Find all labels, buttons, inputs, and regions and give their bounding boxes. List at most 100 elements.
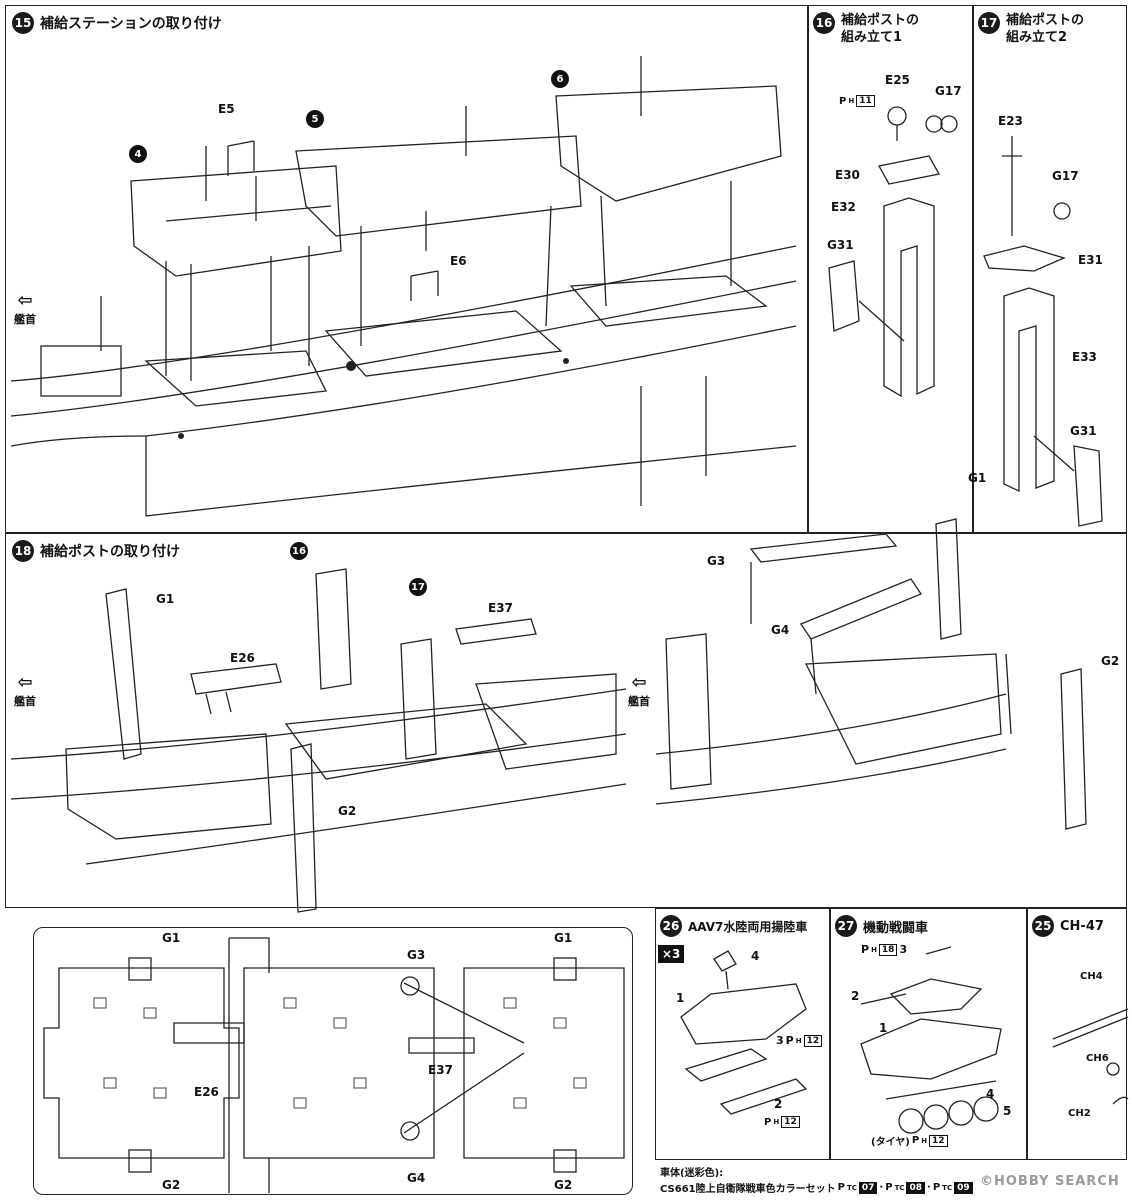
part-label-e5: E5 [218,102,235,116]
step-17-panel: 17 補給ポストの 組み立て2 E23 G17 E31 E33 G31 G1 [968,5,1127,533]
step-title: 補給ポストの取り付け [40,544,180,560]
aav7-part-1: 1 [676,991,685,1005]
step-18-panel: 18 補給ポストの取り付け ⇦ 艦首 ⇦ 艦首 16 17 G1 E26 E37… [5,518,1127,913]
ch47-drawing [1052,1008,1129,1105]
mcv-part-1: 1 [879,1021,888,1035]
step-title-line2: 組み立て2 [1006,30,1068,45]
paint-code-09: 09 [954,1181,973,1194]
paint-code-07: 07 [858,1181,878,1194]
step-16-header: 16 補給ポストの 組み立て1 [813,12,919,46]
part-label-e23: E23 [998,114,1023,128]
step-26-header: 26 AAV7水陸両用揚陸車 [660,915,807,937]
part-label-e30: E30 [835,168,860,182]
mcv-part-5: 5 [1003,1104,1012,1118]
part-label-e33: E33 [1072,350,1097,364]
bow-indicator-right: ⇦ 艦首 [628,672,650,709]
part-label-g31: G31 [827,238,854,252]
part-label-g17: G17 [1052,169,1079,183]
bow-arrow-icon: ⇦ [17,672,33,693]
part-label-g17: G17 [935,84,962,98]
plan-label-e26: E26 [194,1085,219,1099]
module-6-marker: 6 [551,70,569,88]
step-17-header: 17 補給ポストの 組み立て2 [978,12,1084,46]
step-title-line1: 補給ポストの [1006,13,1085,28]
step-number: 26 [660,915,682,937]
bow-indicator: ⇦ 艦首 [14,290,36,327]
plan-label-g4: G4 [407,1171,426,1185]
assembly-16-marker: 16 [290,542,308,560]
mcv-drawing [860,946,1002,1134]
step-number: 15 [12,12,34,34]
step-25-header: 25 CH-47 [1032,915,1104,937]
step-15-drawing [10,56,797,517]
step-27-header: 27 機動戦闘車 [835,915,928,937]
step-title: CH-47 [1060,918,1104,934]
step-15-panel: 15 補給ステーションの取り付け ⇦ 艦首 [5,5,808,533]
step-number: 16 [813,12,835,34]
module-4-marker: 4 [129,145,147,163]
part-label-g4: G4 [771,623,790,637]
quantity-badge: ×3 [658,945,685,963]
assembly-17-marker: 17 [409,578,427,596]
watermark: ©HOBBY SEARCH [980,1174,1120,1189]
plan-label-e37: E37 [428,1063,453,1077]
paint-code-08: 08 [906,1181,926,1194]
bow-label: 艦首 [14,695,36,708]
step-title-line1: 補給ポストの [841,13,920,28]
step-number: 25 [1032,915,1054,937]
step-18-drawing [10,518,1087,913]
step-number: 17 [978,12,1000,34]
part-label-e31: E31 [1078,253,1103,267]
plan-label-g2-right: G2 [554,1178,573,1192]
step-16-drawing [828,106,958,398]
aav7-part-4: 4 [751,949,760,963]
part-label-g1: G1 [156,592,175,606]
step-25-panel: 25 CH-47 CH4 CH6 CH2 [1027,908,1129,1160]
paint-caption: 車体(迷彩色): [660,1168,724,1179]
step-number: 27 [835,915,857,937]
part-label-e37: E37 [488,601,513,615]
step-number: 18 [12,540,34,562]
plan-label-g3: G3 [407,948,426,962]
plan-label-g2-left: G2 [162,1178,181,1192]
ch47-part-ch2: CH2 [1068,1108,1091,1119]
part-label-g31: G31 [1070,424,1097,438]
part-label-g2-right: G2 [1101,654,1120,668]
aav7-part-2: 2 [774,1097,783,1111]
step-title: AAV7水陸両用揚陸車 [688,919,808,934]
ch47-part-ch6: CH6 [1086,1053,1109,1064]
part-label-e25: E25 [885,73,910,87]
part-label-e32: E32 [831,200,856,214]
bow-label: 艦首 [628,695,650,708]
step-17-drawing [983,136,1103,527]
aav7-drawing [680,950,808,1115]
step-title: 補給ステーションの取り付け [40,16,222,32]
step-title-line2: 組み立て1 [841,30,903,45]
step-15-header: 15 補給ステーションの取り付け [12,12,222,34]
bow-label: 艦首 [14,313,36,326]
ch47-part-ch4: CH4 [1080,971,1103,982]
part-label-g3: G3 [707,554,726,568]
deck-plan-drawing [43,937,625,1193]
part-label-g2: G2 [338,804,357,818]
part-label-e26: E26 [230,651,255,665]
bow-indicator-left: ⇦ 艦首 [14,672,36,709]
mcv-part-4: 4 [986,1087,995,1101]
bow-arrow-icon: ⇦ [17,290,33,311]
step-title: 機動戦闘車 [863,920,929,936]
deck-plan-view: G1 G1 G3 E26 E37 G2 G4 G2 [33,927,633,1195]
part-label-g1: G1 [968,471,987,485]
plan-label-g1-right: G1 [554,931,573,945]
module-5-marker: 5 [306,110,324,128]
mcv-part-2: 2 [851,989,860,1003]
part-label-e6: E6 [450,254,467,268]
